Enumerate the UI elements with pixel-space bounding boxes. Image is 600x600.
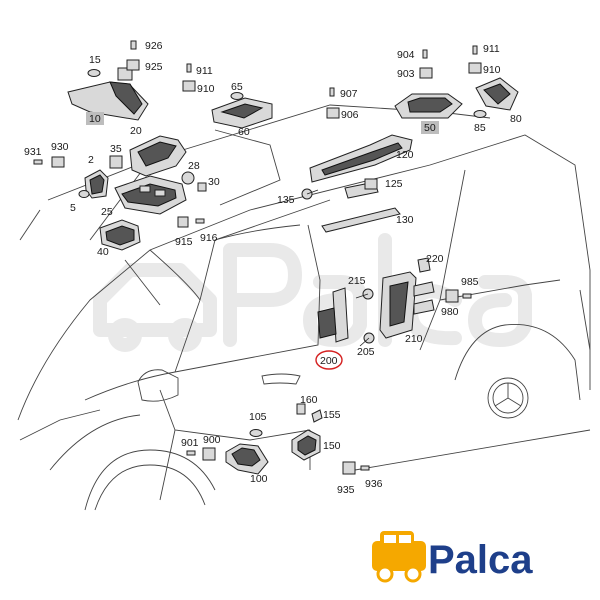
callout-935: 935 xyxy=(337,484,355,496)
part-935-936-connector xyxy=(342,461,370,475)
callout-926: 926 xyxy=(145,40,163,52)
palca-logo-text: Palca xyxy=(428,538,533,582)
callout-30: 30 xyxy=(208,176,220,188)
part-915-916-connector xyxy=(177,216,205,228)
part-35-clip xyxy=(109,155,123,169)
part-205-215-screws xyxy=(355,288,375,347)
palca-logo: Palca xyxy=(372,531,533,583)
part-930-931-connector xyxy=(33,156,65,168)
part-50-rear-console xyxy=(394,49,463,119)
part-20-lamp-lens xyxy=(129,135,187,177)
callout-105: 105 xyxy=(249,411,267,423)
callout-50: 50 xyxy=(424,122,436,134)
callout-20: 20 xyxy=(130,125,142,137)
part-60-lamp xyxy=(182,63,273,129)
callout-906: 906 xyxy=(341,109,359,121)
callout-2: 2 xyxy=(88,154,94,166)
callout-900: 900 xyxy=(203,434,221,446)
part-200-switch xyxy=(317,287,349,343)
part-100-lamp xyxy=(225,443,269,475)
part-925-926-clip xyxy=(126,40,140,71)
callout-903: 903 xyxy=(397,68,415,80)
callout-130: 130 xyxy=(396,214,414,226)
callout-50-box xyxy=(421,121,439,134)
callout-100: 100 xyxy=(250,473,268,485)
callout-155: 155 xyxy=(323,409,341,421)
callout-904: 904 xyxy=(397,49,415,61)
vehicle-body-outline xyxy=(17,104,591,511)
part-80-lamp xyxy=(468,45,519,118)
part-900-901-connector xyxy=(186,447,216,461)
callout-930: 930 xyxy=(51,141,69,153)
callout-911-b: 911 xyxy=(483,43,500,55)
callout-25: 25 xyxy=(101,206,113,218)
part-5-bulb xyxy=(78,190,90,198)
callout-65: 65 xyxy=(231,81,243,93)
callout-28: 28 xyxy=(188,160,200,172)
callout-925: 925 xyxy=(145,61,163,73)
callout-985: 985 xyxy=(461,276,479,288)
part-906-907-clip xyxy=(326,87,340,119)
callout-980: 980 xyxy=(441,306,459,318)
part-40-lamp xyxy=(99,219,141,251)
part-220-cap xyxy=(417,257,431,273)
callout-135: 135 xyxy=(277,194,295,206)
callout-220: 220 xyxy=(426,253,444,265)
palca-car-icon xyxy=(372,531,426,583)
callout-910-b: 910 xyxy=(483,64,501,76)
part-105-bulb xyxy=(249,429,263,437)
callout-205: 205 xyxy=(357,346,375,358)
callout-labels: 926 925 15 10 911 910 65 60 907 906 904 … xyxy=(24,40,522,496)
part-155-160-bulb xyxy=(296,403,323,423)
callout-160: 160 xyxy=(300,394,318,406)
callout-10-box xyxy=(86,112,104,125)
callout-215: 215 xyxy=(348,275,366,287)
callout-907: 907 xyxy=(340,88,358,100)
part-150-lamp xyxy=(291,429,321,461)
callout-915: 915 xyxy=(175,236,193,248)
highlight-circle-200 xyxy=(315,350,343,370)
callout-125: 125 xyxy=(385,178,403,190)
callout-910-a: 910 xyxy=(197,83,215,95)
callout-5: 5 xyxy=(70,202,76,214)
callout-210: 210 xyxy=(405,333,423,345)
callout-911-a: 911 xyxy=(196,65,213,77)
part-10-front-console xyxy=(67,67,149,121)
part-28-30-knob-bulb xyxy=(181,171,207,192)
callout-916: 916 xyxy=(200,232,218,244)
part-210-contact-switch xyxy=(379,271,435,339)
parts xyxy=(33,40,519,475)
part-25-console-housing xyxy=(114,175,187,215)
part-125-bulb xyxy=(344,178,379,199)
callout-120: 120 xyxy=(396,149,414,161)
callout-931: 931 xyxy=(24,146,42,158)
callout-200: 200 xyxy=(320,355,338,367)
part-120-brake-light xyxy=(309,134,413,183)
callout-40: 40 xyxy=(97,246,109,258)
callout-35: 35 xyxy=(110,143,122,155)
part-2-panel xyxy=(84,169,109,199)
watermark xyxy=(93,233,532,352)
callout-901: 901 xyxy=(181,437,199,449)
callout-936: 936 xyxy=(365,478,383,490)
part-135-screw xyxy=(301,188,319,200)
callout-150: 150 xyxy=(323,440,341,452)
callout-15: 15 xyxy=(89,54,101,66)
part-130-strip xyxy=(321,207,401,233)
callout-10: 10 xyxy=(89,113,101,125)
callout-80: 80 xyxy=(510,113,522,125)
part-980-985-connector xyxy=(445,289,472,303)
callout-60: 60 xyxy=(238,126,250,138)
callout-85: 85 xyxy=(474,122,486,134)
